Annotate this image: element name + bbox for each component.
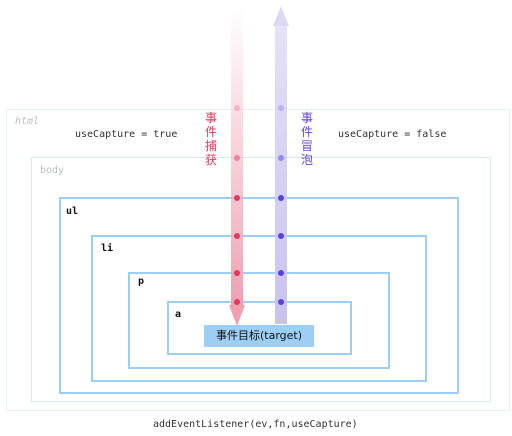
capturing-char: 件: [204, 125, 217, 139]
api-signature: addEventListener(ev,fn,useCapture): [153, 419, 358, 430]
use-capture-false-label: useCapture = false: [338, 129, 447, 140]
bubble-dot: [278, 195, 284, 201]
capture-dot: [234, 105, 240, 111]
capture-dot: [234, 155, 240, 161]
bubble-phase-arrow: [273, 6, 289, 324]
ul-label: ul: [66, 206, 79, 217]
capturing-phase-label: 事 件 捕 获: [204, 111, 218, 167]
bubbling-phase-label: 事 件 冒 泡: [300, 111, 314, 167]
bubbling-char: 冒: [300, 139, 313, 153]
html-element-box: [6, 109, 510, 411]
capture-dot: [234, 195, 240, 201]
ul-element-box: [59, 197, 459, 394]
capturing-char: 获: [204, 153, 217, 167]
capture-dot: [234, 299, 240, 305]
bubbling-char: 件: [300, 125, 313, 139]
bubble-dot: [278, 105, 284, 111]
p-label: p: [138, 276, 145, 287]
li-element-box: [91, 235, 427, 382]
bubble-dot: [278, 299, 284, 305]
capture-dot: [234, 233, 240, 239]
capturing-char: 事: [204, 111, 217, 125]
bubbling-char: 泡: [300, 153, 313, 167]
body-element-box: [31, 157, 491, 402]
capture-dot: [234, 270, 240, 276]
bubble-dot: [278, 270, 284, 276]
capturing-char: 捕: [204, 139, 217, 153]
li-label: li: [101, 243, 114, 254]
p-element-box: [128, 272, 390, 369]
body-label: body: [40, 165, 65, 176]
bubble-dot: [278, 155, 284, 161]
a-label: a: [175, 309, 182, 320]
capture-phase-arrow: [229, 8, 245, 326]
bubble-dot: [278, 233, 284, 239]
html-label: html: [15, 116, 40, 127]
bubbling-char: 事: [300, 111, 313, 125]
use-capture-true-label: useCapture = true: [75, 129, 178, 140]
event-target-tag: 事件目标(target): [204, 325, 314, 347]
